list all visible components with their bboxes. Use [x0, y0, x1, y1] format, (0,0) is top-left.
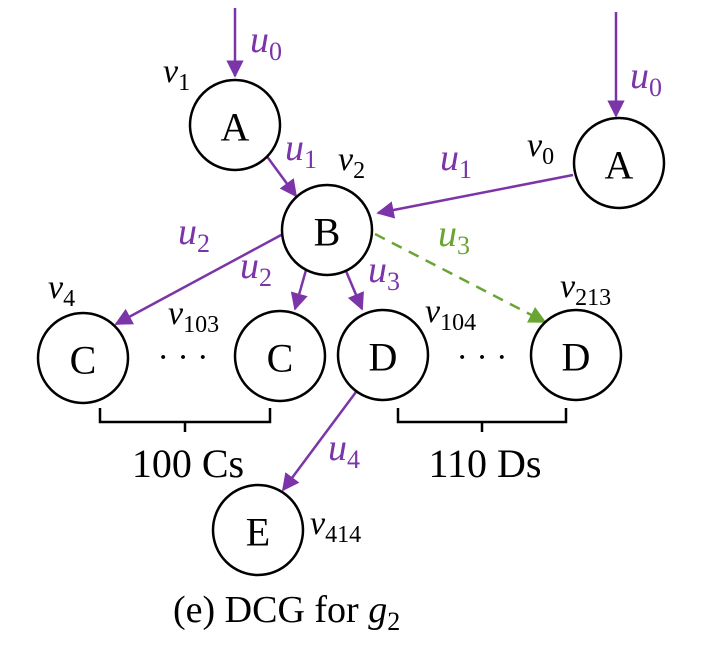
node-v4: C [36, 311, 130, 405]
group-label-ds: 110 Ds [429, 441, 542, 486]
node-v0: A [572, 116, 666, 210]
edge-v104-v414 [281, 391, 358, 492]
edge-label-u0-v0: u0 [630, 55, 662, 102]
vertex-label-v414: v414 [310, 505, 361, 548]
edge-v0-v2 [376, 173, 574, 219]
node-v104: D [336, 308, 430, 402]
edge-v2-v104 [344, 270, 364, 311]
edge-label-u3-v213: u3 [438, 213, 470, 260]
edge-label-u2-v4: u2 [178, 211, 210, 258]
edge-v2-v213 [374, 232, 547, 324]
vertex-label-v0: v0 [527, 127, 554, 170]
vertex-label-v213: v213 [560, 268, 611, 311]
edges [114, 8, 625, 492]
edge-v2-v103 [290, 269, 308, 311]
node-v213-letter: D [562, 335, 591, 380]
node-v2-letter: B [314, 210, 341, 255]
node-v103: C [233, 309, 327, 403]
node-v0-letter: A [605, 143, 634, 188]
figure-caption: (e) DCG for g2 [173, 589, 400, 636]
edge-label-u1-v0: u1 [440, 137, 472, 184]
edge-label-u2-v103: u2 [240, 245, 272, 292]
node-v1-letter: A [221, 105, 250, 150]
vertex-label-v104: v104 [425, 293, 476, 336]
ellipsis-cs: · · · [158, 339, 209, 376]
node-v414: E [211, 483, 305, 577]
node-v213: D [529, 308, 623, 402]
vertex-label-v1: v1 [163, 53, 190, 96]
node-v414-letter: E [246, 510, 270, 555]
edge-labels: u0 u0 u1 u1 u2 u2 u3 u3 u4 [178, 19, 662, 474]
brace-ds [396, 408, 568, 432]
edge-label-u0-v1: u0 [250, 19, 282, 66]
vertex-label-v4: v4 [48, 269, 75, 312]
brace-cs [98, 408, 272, 432]
edge-v1-v2 [261, 150, 298, 198]
edge-label-u3-v104: u3 [368, 249, 400, 296]
node-v103-letter: C [267, 336, 294, 381]
node-v1: A [188, 78, 282, 172]
ellipsis-ds: · · · [457, 339, 508, 376]
node-v4-letter: C [70, 338, 97, 383]
edge-label-u4-v414: u4 [328, 427, 360, 474]
edge-label-u1-v1: u1 [285, 127, 317, 174]
node-v104-letter: D [369, 335, 398, 380]
edge-v2-v4 [114, 232, 284, 326]
node-v2: B [280, 183, 374, 277]
vertex-label-v2: v2 [338, 141, 365, 184]
vertex-label-v103: v103 [168, 295, 219, 338]
group-label-cs: 100 Cs [132, 441, 244, 486]
